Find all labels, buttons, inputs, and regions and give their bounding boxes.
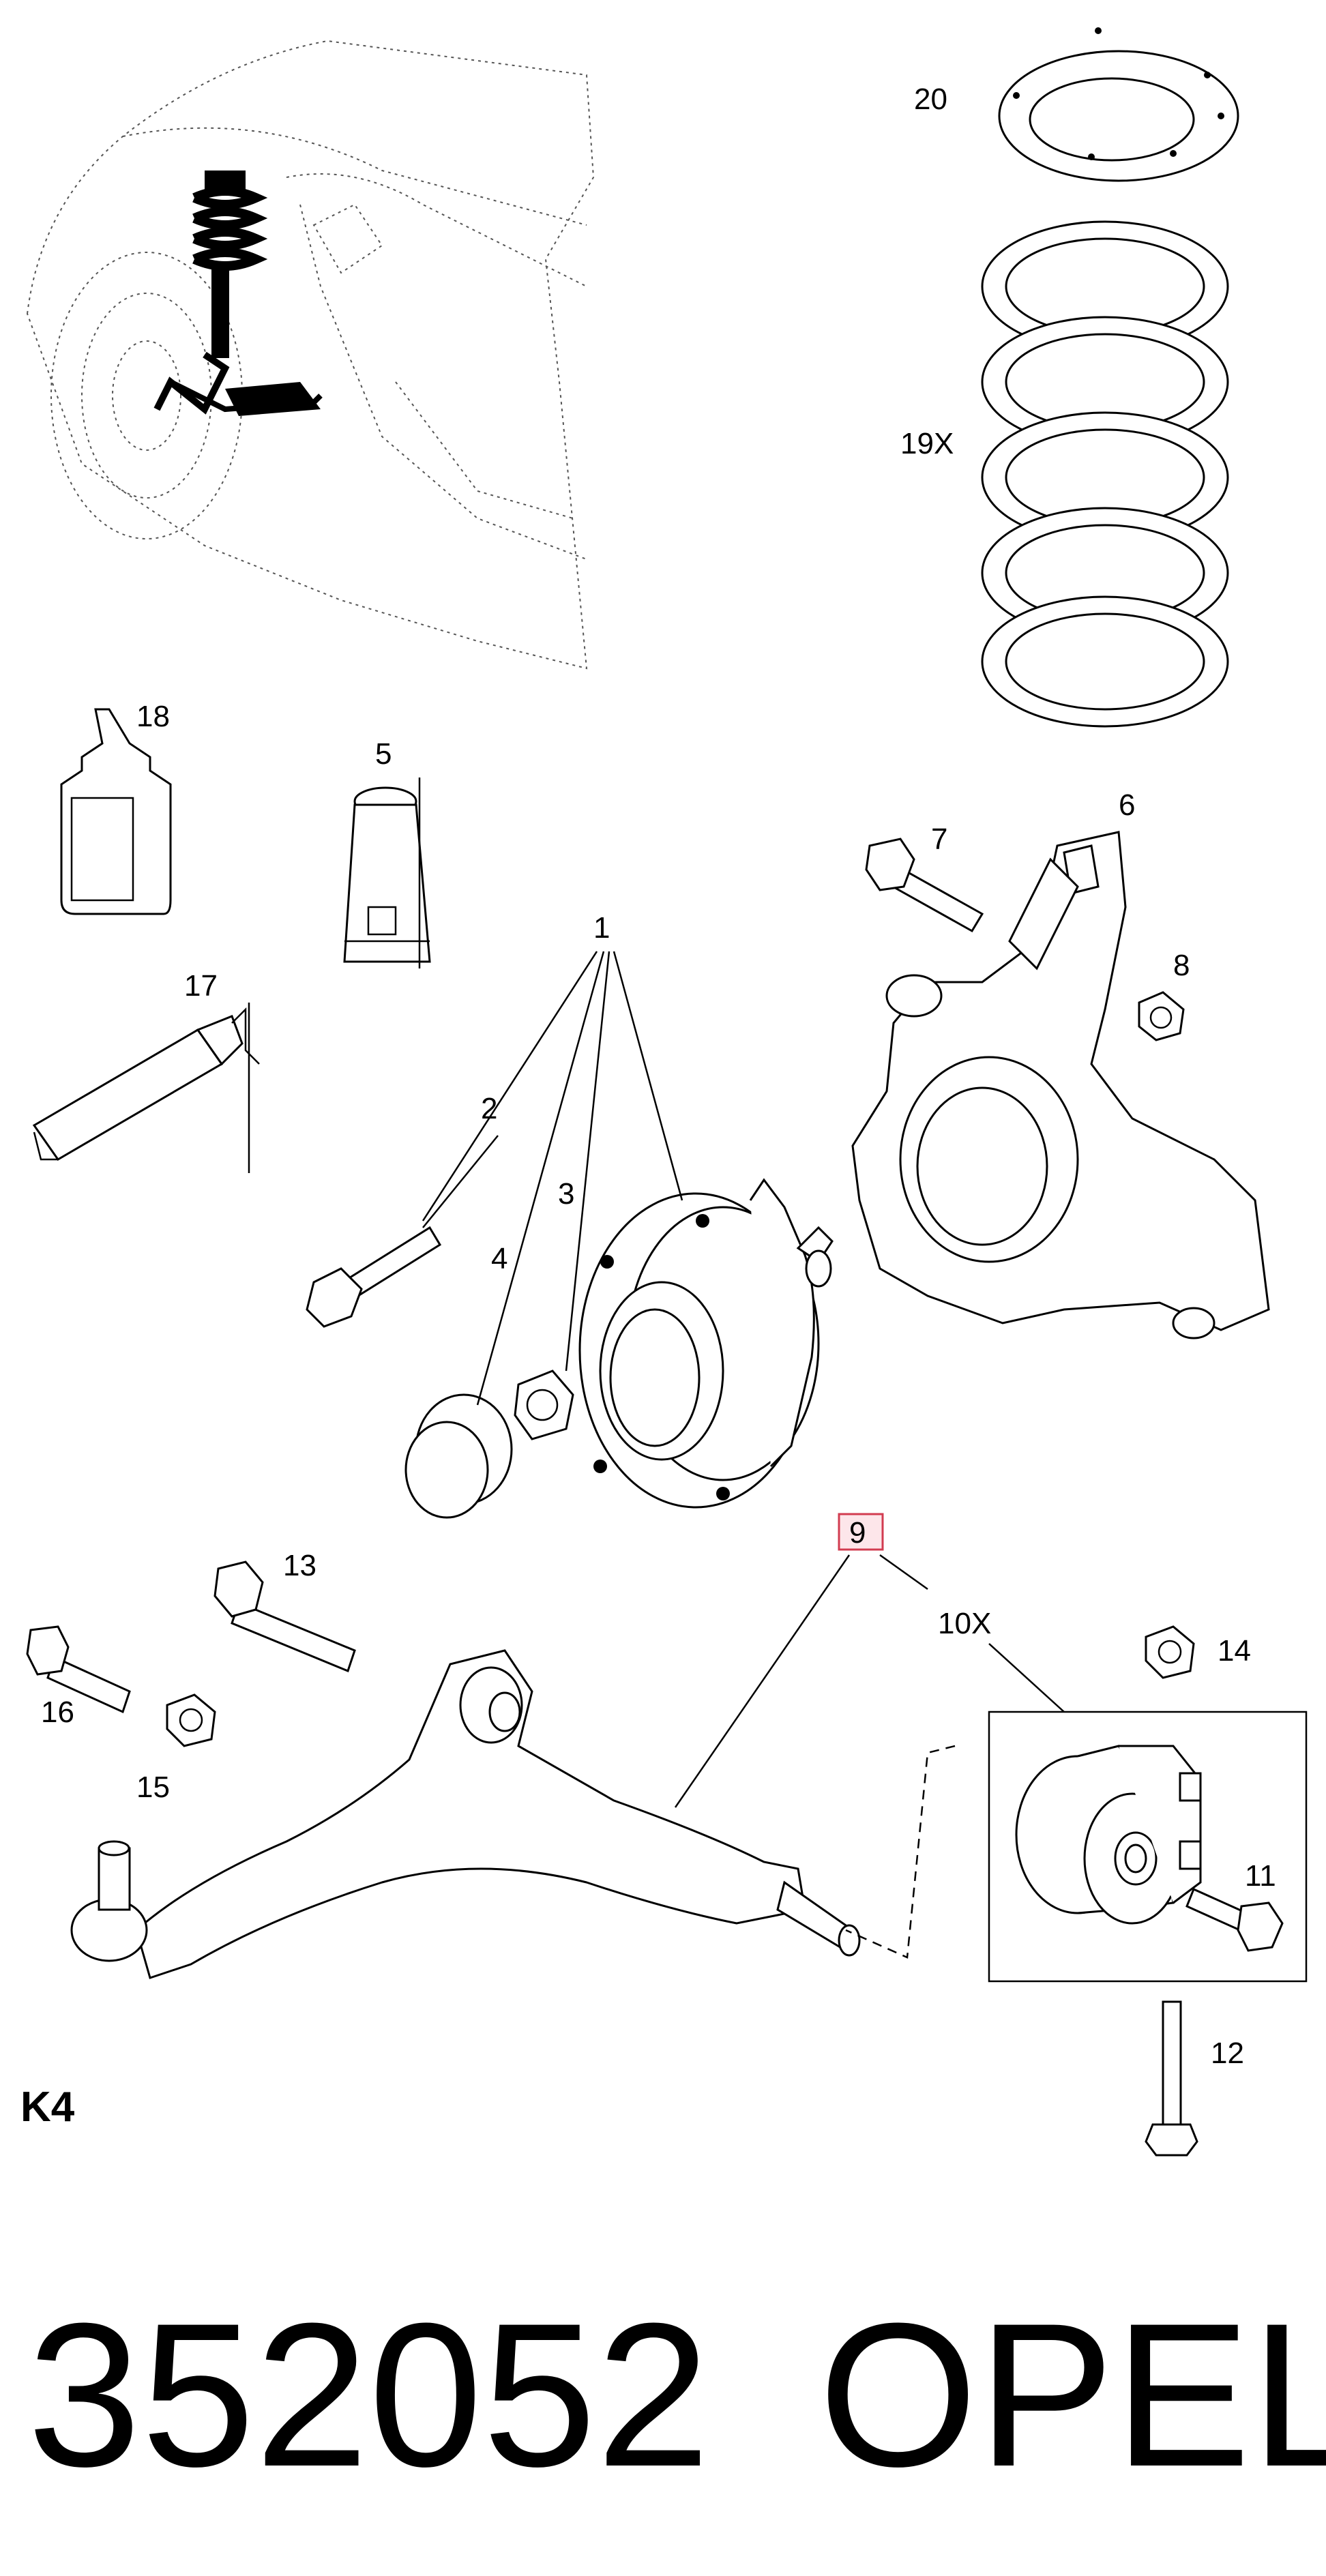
callout-7: 7 bbox=[931, 823, 947, 856]
callout-16: 16 bbox=[41, 1696, 74, 1729]
hub-nut-part-3 bbox=[514, 1370, 574, 1440]
spring-seat-part-20 bbox=[998, 27, 1239, 182]
knuckle-bolt-part-7 bbox=[865, 838, 984, 933]
callout-4: 4 bbox=[491, 1242, 507, 1275]
hub-bolt-part-2 bbox=[306, 1226, 442, 1328]
callout-15: 15 bbox=[136, 1771, 170, 1804]
callout-20: 20 bbox=[914, 83, 947, 116]
knuckle-nut-part-8 bbox=[1138, 991, 1185, 1041]
callout-9: 9 bbox=[849, 1516, 866, 1550]
wheel-hub-bearing bbox=[578, 1178, 834, 1509]
callout-9-highlight bbox=[838, 1513, 884, 1551]
vertical-bolt-part-12 bbox=[1145, 2000, 1198, 2157]
arm-bolt-part-13 bbox=[213, 1560, 356, 1672]
callout-1: 1 bbox=[593, 911, 610, 945]
sealant-cartridge-part-17 bbox=[32, 1003, 260, 1173]
callout-13: 13 bbox=[283, 1549, 316, 1582]
callout-8: 8 bbox=[1173, 949, 1190, 982]
grease-tube-part-5 bbox=[343, 778, 431, 968]
callout-19x: 19X bbox=[900, 427, 954, 460]
callout-6: 6 bbox=[1119, 788, 1135, 822]
callout-5: 5 bbox=[375, 737, 392, 771]
brand-name: OPEL bbox=[819, 2280, 1326, 2509]
nut-part-14 bbox=[1145, 1625, 1195, 1679]
callout-9-leader bbox=[674, 1554, 851, 1808]
vehicle-overview-illustration bbox=[26, 40, 595, 670]
steering-knuckle-part-6 bbox=[851, 831, 1270, 1339]
part-number: 352052 bbox=[27, 2280, 710, 2509]
arm-bolt-part-16 bbox=[26, 1625, 131, 1714]
dust-cap-part-4 bbox=[404, 1393, 513, 1519]
callout-12: 12 bbox=[1211, 2037, 1244, 2070]
callout-3: 3 bbox=[558, 1177, 574, 1211]
callout-18: 18 bbox=[136, 700, 170, 733]
callout-10x-leader-b bbox=[988, 1643, 1065, 1713]
section-code: K4 bbox=[20, 2084, 75, 2131]
bushing-kit-box bbox=[845, 1711, 1308, 1983]
lower-control-arm-part-9 bbox=[70, 1649, 861, 1979]
arm-nut-part-15 bbox=[166, 1693, 216, 1747]
callout-11: 11 bbox=[1245, 1859, 1276, 1893]
callout-10x-leader-a bbox=[879, 1554, 928, 1590]
callout-10x: 10X bbox=[938, 1607, 991, 1640]
callout-14: 14 bbox=[1218, 1634, 1251, 1668]
fluid-bottle-part-18 bbox=[60, 708, 172, 915]
bushing-bolt-part-11 bbox=[1185, 1887, 1284, 1952]
callout-17: 17 bbox=[184, 969, 218, 1003]
callout-leaders-1-4 bbox=[422, 951, 683, 1406]
coil-spring-part-19x bbox=[981, 220, 1229, 728]
